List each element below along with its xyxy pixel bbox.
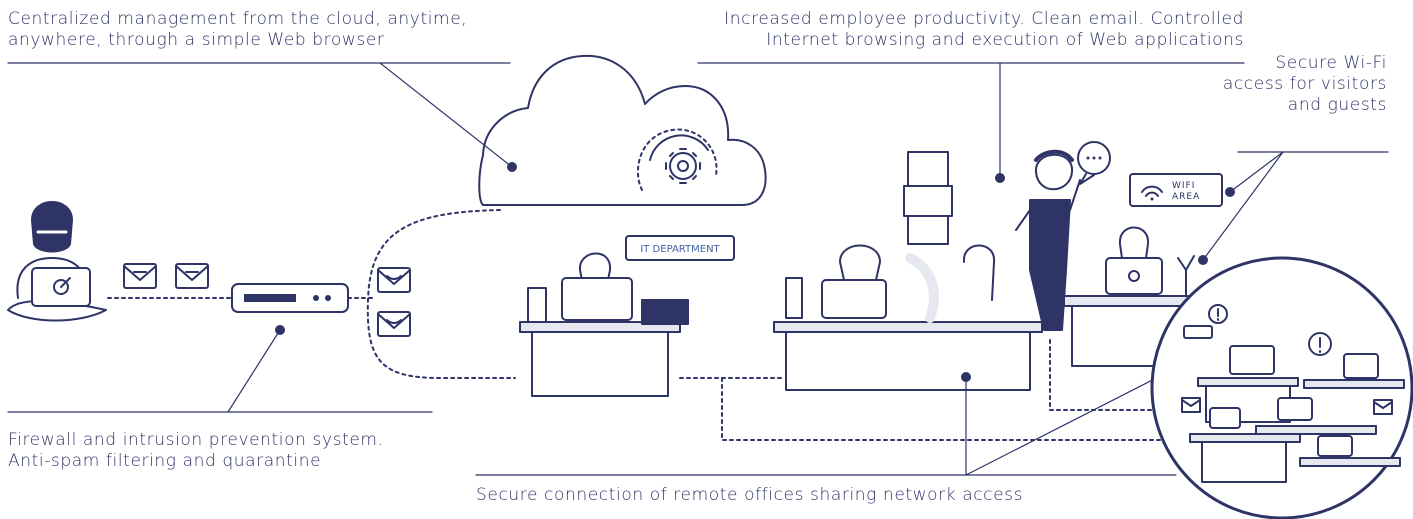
alert-icon — [1208, 304, 1228, 324]
caption-firewall: Firewall and intrusion prevention system… — [8, 430, 384, 471]
employee-on-phone — [1015, 149, 1081, 331]
alert-icon — [1308, 332, 1332, 356]
envelope-icon — [377, 267, 411, 293]
office-desk — [773, 151, 1043, 391]
envelope-icon — [377, 311, 411, 337]
caption-wifi: Secure Wi-Fi access for visitors and gue… — [1222, 53, 1387, 115]
wifi-icon — [1141, 185, 1163, 201]
it-department-desk: IT DEPARTMENT — [519, 235, 735, 397]
remote-office-inset — [1150, 256, 1413, 519]
caption-remote-offices: Secure connection of remote offices shar… — [476, 485, 1024, 505]
envelope-icon — [123, 263, 157, 289]
wifi-area-sign: WIFI AREA — [1129, 173, 1223, 207]
hacker-figure — [7, 201, 107, 322]
caption-cloud-management: Centralized management from the cloud, a… — [8, 9, 468, 50]
envelope-icon — [175, 263, 209, 289]
cloud-icon — [478, 54, 767, 206]
wifi-sign-line1: WIFI — [1172, 181, 1195, 191]
speech-bubble-icon — [1077, 141, 1111, 185]
caption-productivity: Increased employee productivity. Clean e… — [724, 9, 1244, 50]
guest-desk — [1063, 226, 1195, 367]
wifi-sign-line2: AREA — [1172, 192, 1200, 202]
network-paths — [107, 209, 1173, 441]
gear-icon — [665, 148, 701, 184]
firewall-appliance — [231, 283, 349, 313]
it-department-sign: IT DEPARTMENT — [640, 244, 720, 255]
